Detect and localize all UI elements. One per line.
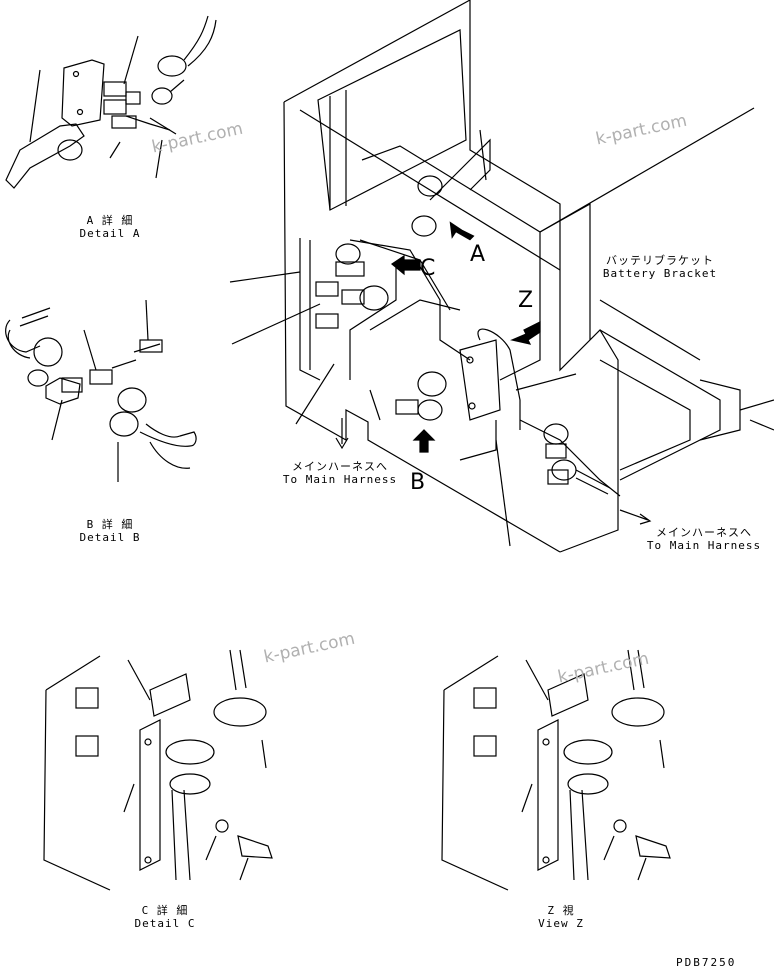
view-z-jp: Z 視 xyxy=(547,904,575,917)
callout-a: A xyxy=(470,242,486,267)
detail-c-jp: C 詳 細 xyxy=(141,904,189,917)
detail-a-drawing xyxy=(5,15,217,189)
view-z-drawing xyxy=(441,649,671,891)
callout-b: B xyxy=(410,470,426,495)
battery-bracket-label: バッテリブラケット Battery Bracket xyxy=(590,254,730,280)
callout-z: Z xyxy=(518,288,534,313)
callout-c: C xyxy=(420,256,436,281)
detail-b-drawing xyxy=(5,299,197,482)
drawing-code: PDB7250 xyxy=(676,956,737,969)
detail-b-en: Detail B xyxy=(79,531,141,544)
view-z-label: Z 視 View Z xyxy=(506,904,616,930)
main-harness-jp-1: メインハーネスへ xyxy=(292,460,388,473)
detail-c-en: Detail C xyxy=(134,917,196,930)
detail-b-label: B 詳 細 Detail B xyxy=(60,518,160,544)
detail-a-label: A 詳 細 Detail A xyxy=(60,214,160,240)
battery-bracket-en: Battery Bracket xyxy=(602,267,718,280)
detail-c-drawing xyxy=(43,649,273,891)
detail-a-jp: A 詳 細 xyxy=(86,214,134,227)
main-harness-jp-2: メインハーネスへ xyxy=(656,526,752,539)
view-z-en: View Z xyxy=(538,917,584,930)
detail-b-jp: B 詳 細 xyxy=(86,518,134,531)
battery-bracket-jp: バッテリブラケット xyxy=(606,254,714,267)
main-assembly-drawing xyxy=(229,0,774,553)
main-harness-label-1: メインハーネスへ To Main Harness xyxy=(270,460,410,486)
main-harness-en-1: To Main Harness xyxy=(282,473,398,486)
detail-c-label: C 詳 細 Detail C xyxy=(110,904,220,930)
main-harness-label-2: メインハーネスへ To Main Harness xyxy=(634,526,774,552)
main-harness-en-2: To Main Harness xyxy=(646,539,762,552)
detail-a-en: Detail A xyxy=(79,227,141,240)
